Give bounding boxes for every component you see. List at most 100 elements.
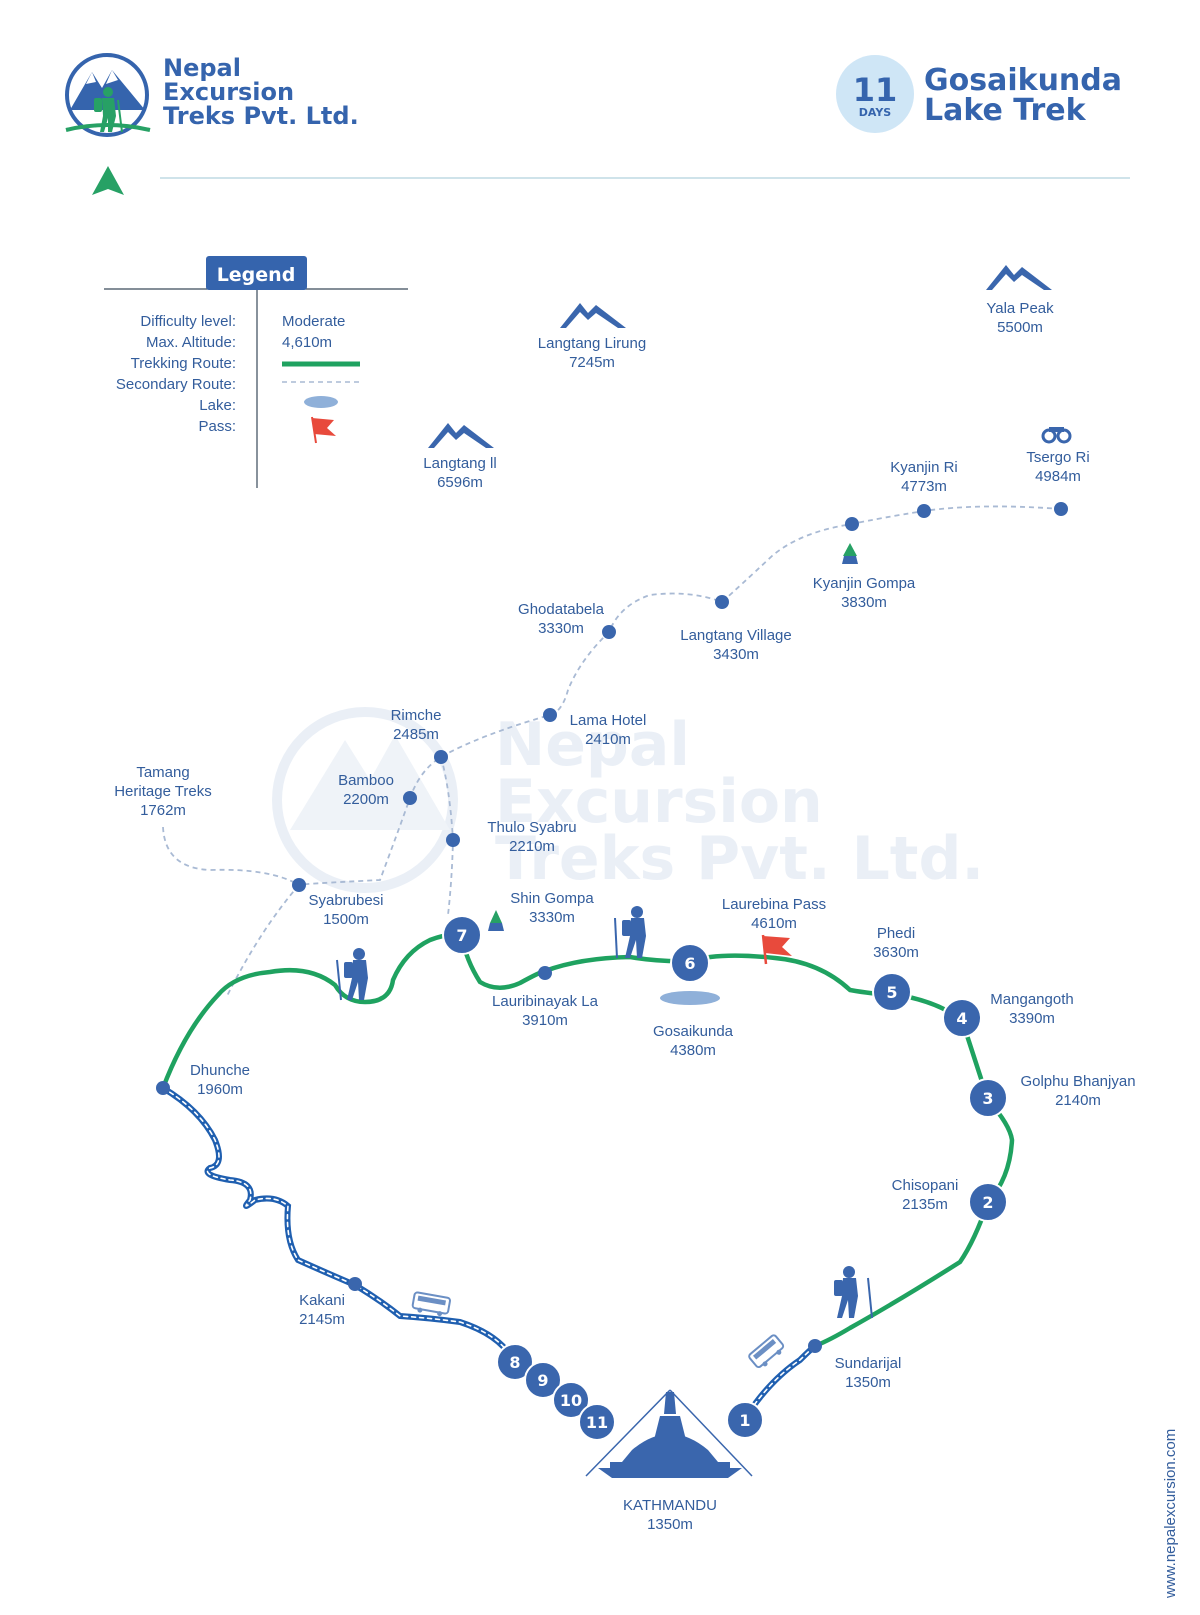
label-kyanjin-gompa-alt: 3830m [841, 594, 887, 611]
label-phedi-alt: 3630m [873, 944, 919, 961]
monastery-icon-kyanjin [842, 543, 858, 564]
day-number-10: 10 [560, 1391, 582, 1410]
lake-gosaikunda [660, 991, 720, 1005]
label-lama-hotel-alt: 2410m [585, 731, 631, 748]
peak-alt-langtang-ll: 6596m [437, 474, 483, 491]
mountain-icon-langtang-lirung [560, 303, 626, 328]
label-ghodatabela-alt: 3330m [538, 620, 584, 637]
days-number: 11 [853, 71, 898, 109]
binoculars-icon [1041, 427, 1072, 444]
node-tsergo-ri [1054, 502, 1068, 516]
label-chisopani-name: Chisopani [892, 1177, 959, 1194]
trek-title-line2: Lake Trek [924, 93, 1087, 128]
label-gosaikunda-alt: 4380m [670, 1042, 716, 1059]
node-syabrubesi [292, 878, 306, 892]
label-rimche-alt: 2485m [393, 726, 439, 743]
day-badge-7: 7 [442, 915, 482, 955]
day-badge-3: 3 [968, 1078, 1008, 1118]
legend-lake-icon [304, 396, 338, 408]
label-tamang-name1: Tamang [136, 764, 189, 781]
brand-line2: Excursion [163, 78, 294, 106]
legend-label-altitude: Max. Altitude: [146, 334, 236, 351]
day-number-4: 4 [956, 1009, 967, 1028]
label-golphu-name: Golphu Bhanjyan [1020, 1073, 1135, 1090]
peak-alt-langtang-lirung: 7245m [569, 354, 615, 371]
brand-line1: Nepal [163, 54, 241, 82]
day-badge-5: 5 [872, 972, 912, 1012]
day-number-2: 2 [982, 1193, 993, 1212]
company-logo [65, 53, 151, 137]
node-kakani [348, 1277, 362, 1291]
legend-label-difficulty: Difficulty level: [140, 313, 236, 330]
label-lauribinayak-alt: 3910m [522, 1012, 568, 1029]
trek-title-line1: Gosaikunda [924, 63, 1122, 98]
legend-value-difficulty: Moderate [282, 313, 345, 330]
label-syabrubesi-alt: 1500m [323, 911, 369, 928]
day-number-1: 1 [739, 1411, 750, 1430]
hiker-icon-sundarijal [834, 1266, 873, 1319]
node-bamboo [403, 791, 417, 805]
day-badge-1: 1 [726, 1401, 764, 1439]
hiker-icon-shin-gompa [614, 906, 646, 959]
label-syabrubesi-name: Syabrubesi [308, 892, 383, 909]
label-tamang-name2: Heritage Treks [114, 783, 212, 800]
monastery-icon-shin-gompa [488, 910, 504, 931]
days-label: DAYS [859, 106, 892, 119]
node-thulo-syabru [446, 833, 460, 847]
label-kakani-name: Kakani [299, 1292, 345, 1309]
hiker-icon-west [336, 948, 368, 1001]
label-kakani-alt: 2145m [299, 1311, 345, 1328]
legend: Legend Difficulty level: Moderate Max. A… [104, 256, 408, 488]
brand-line3: Treks Pvt. Ltd. [163, 102, 359, 130]
label-sundarijal-name: Sundarijal [835, 1355, 902, 1372]
label-laurebina-pass-alt: 4610m [751, 915, 797, 932]
label-laurebina-pass-name: Laurebina Pass [722, 896, 826, 913]
node-dhunche [156, 1081, 170, 1095]
label-gosaikunda-name: Gosaikunda [653, 1023, 734, 1040]
legend-label-lake: Lake: [199, 397, 236, 414]
legend-label-trekking-route: Trekking Route: [131, 355, 236, 372]
label-mangangoth-name: Mangangoth [990, 991, 1073, 1008]
peak-alt-yala-peak: 5500m [997, 319, 1043, 336]
label-lama-hotel-name: Lama Hotel [570, 712, 647, 729]
day-number-6: 6 [684, 954, 695, 973]
day-number-8: 8 [509, 1353, 520, 1372]
label-kathmandu-name: KATHMANDU [623, 1497, 717, 1514]
website-url: www.nepalexcursion.com [1162, 1429, 1179, 1599]
label-thulo-syabru-name: Thulo Syabru [487, 819, 576, 836]
label-tamang-alt: 1762m [140, 802, 186, 819]
peak-name-yala-peak: Yala Peak [986, 300, 1054, 317]
day-badge-10: 10 [552, 1381, 590, 1419]
day-badge-9: 9 [524, 1361, 562, 1399]
label-dhunche-name: Dhunche [190, 1062, 250, 1079]
label-thulo-syabru-alt: 2210m [509, 838, 555, 855]
label-sundarijal-alt: 1350m [845, 1374, 891, 1391]
label-kathmandu-alt: 1350m [647, 1516, 693, 1533]
hiker-logo-icon [103, 87, 113, 97]
mountain-icon-langtang-ll [428, 423, 494, 448]
label-golphu-alt: 2140m [1055, 1092, 1101, 1109]
legend-pass-flag-icon [311, 416, 336, 444]
label-bamboo-name: Bamboo [338, 772, 394, 789]
legend-label-pass: Pass: [198, 418, 236, 435]
bus-icon-sundarijal [748, 1334, 785, 1369]
label-rimche-name: Rimche [391, 707, 442, 724]
label-phedi-name: Phedi [877, 925, 915, 942]
day-number-7: 7 [456, 926, 467, 945]
node-ghodatabela [602, 625, 616, 639]
watermark-line2: Excursion [495, 767, 823, 837]
label-shin-gompa-alt: 3330m [529, 909, 575, 926]
label-kyanjin-ri-alt: 4773m [901, 478, 947, 495]
pass-flag-icon [761, 934, 792, 965]
day-badge-4: 4 [942, 998, 982, 1038]
node-langtang-village [715, 595, 729, 609]
label-chisopani-alt: 2135m [902, 1196, 948, 1213]
watermark-line3: Treks Pvt. Ltd. [495, 824, 984, 894]
label-bamboo-alt: 2200m [343, 791, 389, 808]
label-kyanjin-ri-name: Kyanjin Ri [890, 459, 958, 476]
label-kyanjin-gompa-name: Kyanjin Gompa [813, 575, 916, 592]
legend-value-altitude: 4,610m [282, 334, 332, 351]
day-number-11: 11 [586, 1413, 608, 1432]
day-badge-6: 6 [670, 943, 710, 983]
